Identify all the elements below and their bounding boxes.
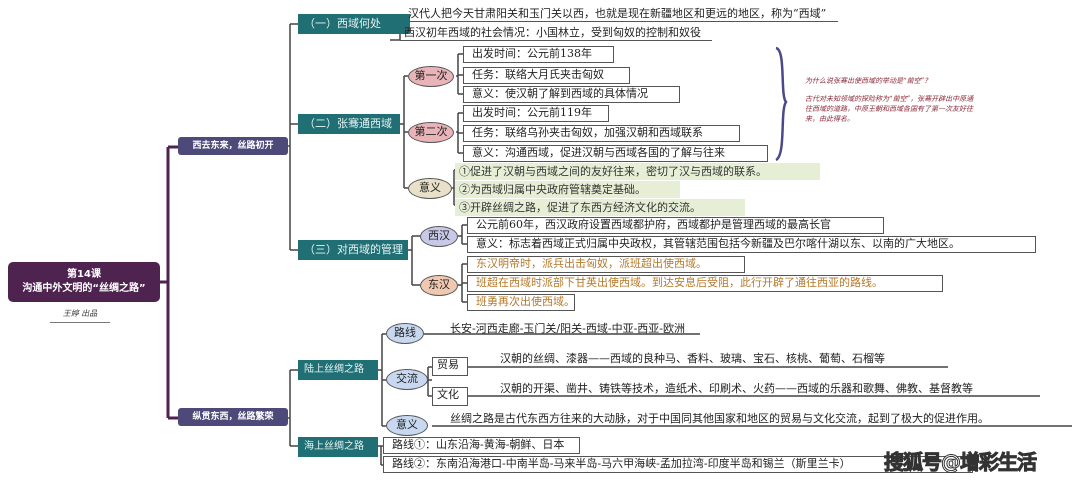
branch-2[interactable]: 纵贯东西，丝路繁荣 — [178, 408, 288, 426]
sea-route-box: 路线②：东南沿海港口-中南半岛-马来半岛-马六甲海峡-孟加拉湾-印度半岛和锡兰（… — [383, 456, 973, 473]
topic-xiyu-where[interactable]: （一）西域何处 — [298, 14, 410, 34]
lesson-number: 第14课 — [67, 269, 101, 280]
detail-box: 意义：标志着西域正式归属中央政权，其管辖范围包括今新疆及巴尔喀什湖以东、以南的广… — [467, 236, 1036, 253]
detail-line: 汉代人把今天甘肃阳关和玉门关以西，也就是现在新疆地区和更远的地区，称为“西域” — [404, 7, 838, 22]
signature: 王婷 出品 — [50, 308, 110, 323]
meaning-item: ①促进了汉朝与西域之间的友好往来，密切了汉与西域的联系。 — [455, 163, 820, 180]
detail-box: 出发时间：公元前138年 — [463, 46, 614, 63]
meaning-item: ③开辟丝绸之路，促进了东西方经济文化的交流。 — [455, 199, 745, 216]
detail-box: 任务：联络乌孙夹击匈奴，加强汉朝和西域联系 — [463, 125, 740, 142]
sea-route-box: 路线①：山东沿海-黄海-朝鲜、日本 — [383, 437, 580, 454]
land-meaning-text: 丝绸之路是古代东西方往来的大动脉，对于中国同其他国家和地区的贸易与文化交流，起到… — [450, 412, 989, 425]
oval-east-han[interactable]: 东汉 — [420, 275, 458, 296]
detail-box: 班勇再次出使西域。 — [467, 294, 575, 311]
lesson-title: 沟通中外文明的“丝绸之路” — [22, 283, 146, 294]
topic-management[interactable]: （三）对西域的管理 — [298, 240, 408, 260]
detail-line: 西汉初年西域的社会情况：小国林立，受到匈奴的控制和奴役 — [400, 26, 712, 41]
oval-first-mission[interactable]: 第一次 — [408, 66, 454, 87]
culture-box: 文化 — [432, 387, 468, 406]
meaning-item: ②为西域归属中央政府管辖奠定基础。 — [455, 181, 680, 198]
oval-second-mission[interactable]: 第二次 — [408, 122, 454, 143]
topic-zhangqian[interactable]: （二）张骞通西域 — [298, 114, 400, 134]
note-question: 为什么说张骞出使西域的举动是“凿空”？ — [805, 77, 932, 85]
detail-box: 公元前60年，西汉政府设置西域都护府，西域都护是管理西域的最高长官 — [467, 217, 884, 234]
topic-sea-silk-road[interactable]: 海上丝绸之路 — [298, 437, 378, 457]
culture-text: 汉朝的开渠、凿井、铸铁等技术，造纸术、印刷术、火药——西域的乐器和歌舞、佛教、基… — [500, 382, 973, 395]
detail-box: 出发时间：公元前119年 — [463, 105, 609, 122]
oval-route[interactable]: 路线 — [386, 323, 424, 344]
oval-meaning[interactable]: 意义 — [408, 178, 452, 199]
detail-box: 任务：联络大月氏夹击匈奴 — [463, 67, 630, 84]
detail-box: 班超在西域时派部下甘英出使西域。到达安息后受阻，此行开辟了通往西亚的路线。 — [467, 275, 943, 292]
detail-box: 东汉明帝时，派兵出击匈奴，派班超出使西域。 — [467, 256, 745, 273]
oval-land-meaning[interactable]: 意义 — [386, 415, 428, 436]
trade-text: 汉朝的丝绸、漆器——西域的良种马、香料、玻璃、宝石、核桃、葡萄、石榴等 — [500, 352, 885, 365]
oval-west-han[interactable]: 西汉 — [420, 226, 458, 247]
detail-box: 意义：使汉朝了解到西域的具体情况 — [463, 86, 680, 103]
oval-exchange[interactable]: 交流 — [386, 369, 428, 390]
trade-box: 贸易 — [432, 357, 468, 376]
branch-1[interactable]: 西去东来，丝路初开 — [178, 137, 288, 155]
root-title-box[interactable]: 第14课 沟通中外文明的“丝绸之路” — [8, 262, 160, 302]
route-text: 长安-河西走廊-玉门关/阳关-西域-中亚-西亚-欧洲 — [450, 322, 686, 335]
note-answer: 古代对未知领域的探险称为“凿空”，张骞开辟出中原通往西域的道路，中原王朝和西域各… — [805, 95, 974, 123]
detail-box: 意义：沟通西域，促进汉朝与西域各国的了解与往来 — [463, 145, 768, 162]
watermark: 搜狐号@增彩生活 — [884, 450, 1038, 475]
topic-land-silk-road[interactable]: 陆上丝绸之路 — [298, 360, 378, 380]
annotation-note: 为什么说张骞出使西域的举动是“凿空”？ 古代对未知领域的探险称为“凿空”，张骞开… — [805, 76, 980, 124]
